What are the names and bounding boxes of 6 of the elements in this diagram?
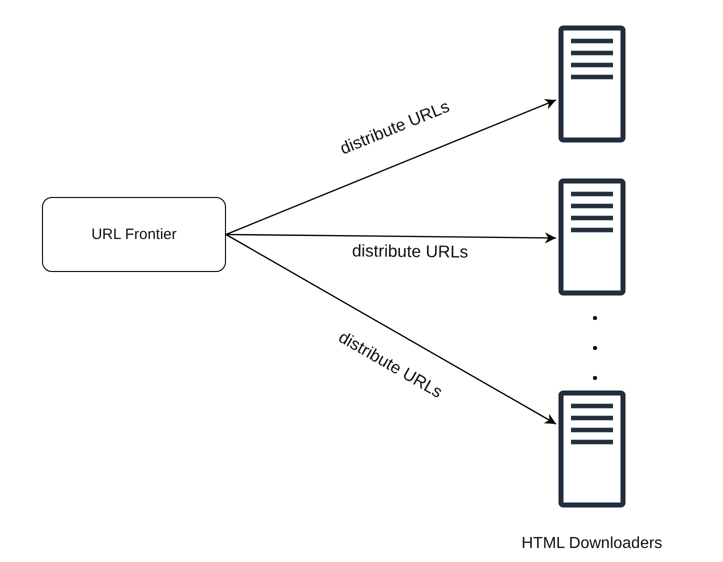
process-box (42, 197, 226, 272)
node-label: URL Frontier (91, 226, 177, 243)
arrow (226, 232, 556, 244)
arrow (226, 234, 556, 425)
group-caption: HTML Downloaders (522, 535, 662, 553)
arrow (226, 99, 556, 236)
